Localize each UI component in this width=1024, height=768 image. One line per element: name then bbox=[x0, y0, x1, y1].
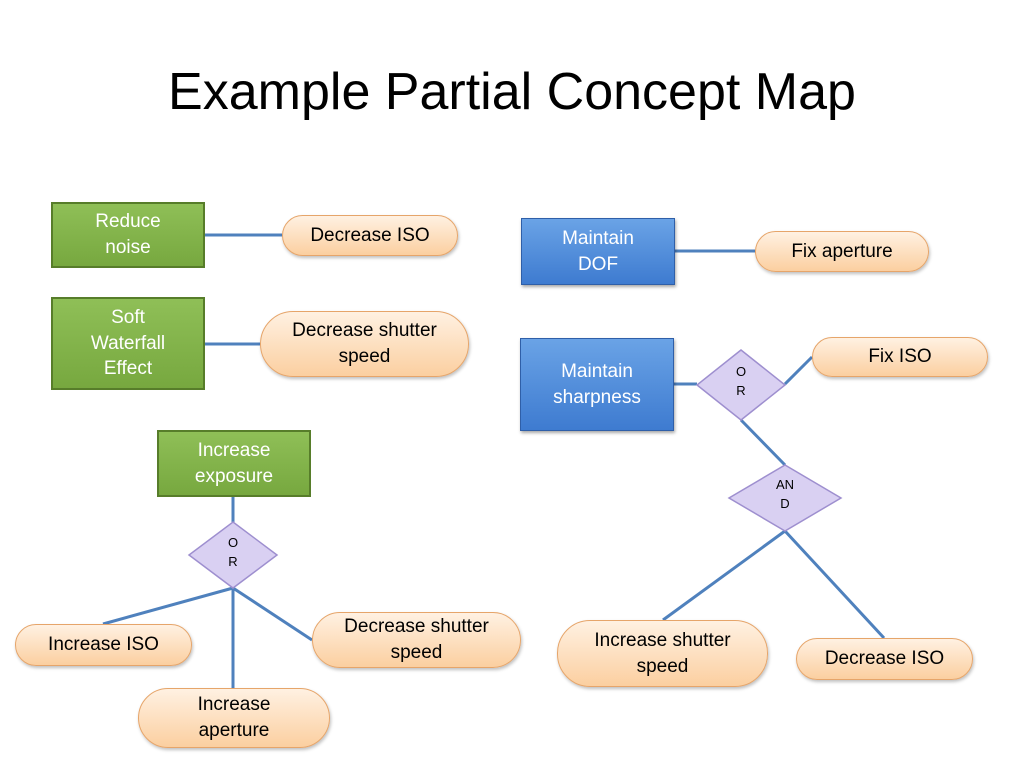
node-increase-iso: Increase ISO bbox=[15, 624, 192, 666]
or-gate-left bbox=[187, 521, 279, 589]
or-gate-right-label: O R bbox=[735, 364, 747, 398]
edge-or-fix-iso bbox=[783, 355, 814, 386]
node-fix-aperture: Fix aperture bbox=[755, 231, 929, 272]
node-decrease-shutter-1: Decrease shutter speed bbox=[260, 311, 469, 377]
edge-or-and bbox=[739, 418, 787, 467]
and-gate bbox=[727, 464, 843, 532]
node-reduce-noise: Reduce noise bbox=[51, 202, 205, 268]
edge-or-shutter bbox=[232, 586, 313, 642]
node-increase-exposure: Increase exposure bbox=[157, 430, 311, 497]
node-label: Decrease ISO bbox=[824, 648, 945, 670]
and-gate-label: AN D bbox=[775, 477, 795, 511]
node-label: Decrease shutter speed bbox=[344, 616, 489, 663]
page-title: Example Partial Concept Map bbox=[168, 63, 856, 121]
node-label: Increase exposure bbox=[194, 439, 274, 487]
node-label: Decrease ISO bbox=[310, 224, 430, 246]
edge-and-decrease-iso bbox=[783, 529, 886, 640]
node-maintain-dof: Maintain DOF bbox=[521, 218, 675, 285]
node-label: Soft Waterfall Effect bbox=[90, 307, 166, 380]
node-fix-iso: Fix ISO bbox=[812, 337, 988, 377]
node-maintain-sharpness: Maintain sharpness bbox=[520, 338, 674, 431]
node-label: Increase ISO bbox=[48, 634, 159, 656]
node-label: Maintain sharpness bbox=[553, 360, 641, 408]
edge-or-increase-iso bbox=[102, 586, 234, 626]
node-label: Maintain DOF bbox=[562, 227, 634, 275]
node-increase-aperture: Increase aperture bbox=[138, 688, 330, 748]
node-decrease-shutter-2: Decrease shutter speed bbox=[312, 612, 521, 668]
node-decrease-iso-2: Decrease ISO bbox=[796, 638, 973, 680]
node-label: Fix ISO bbox=[868, 346, 932, 368]
node-increase-shutter: Increase shutter speed bbox=[557, 620, 768, 687]
node-label: Fix aperture bbox=[791, 240, 893, 262]
node-label: Increase shutter speed bbox=[594, 629, 731, 677]
node-decrease-iso-1: Decrease ISO bbox=[282, 215, 458, 256]
node-label: Increase aperture bbox=[197, 694, 271, 741]
or-gate-left-label: O R bbox=[227, 535, 239, 569]
node-soft-waterfall: Soft Waterfall Effect bbox=[51, 297, 205, 390]
edge-and-shutter bbox=[662, 529, 786, 622]
node-label: Reduce noise bbox=[95, 211, 161, 258]
node-label: Decrease shutter speed bbox=[292, 320, 437, 367]
or-gate-right bbox=[695, 349, 787, 421]
